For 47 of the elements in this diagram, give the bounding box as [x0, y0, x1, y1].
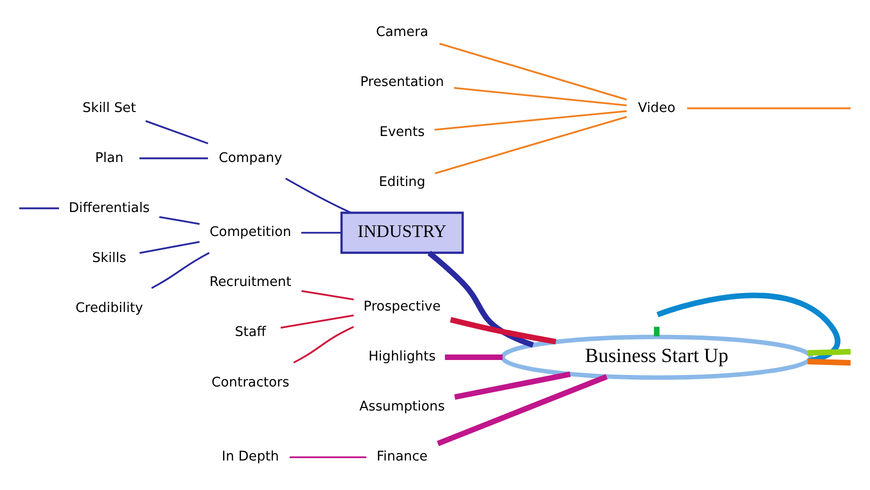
node-text: Presentation — [360, 75, 444, 90]
connector — [436, 374, 608, 446]
connector — [151, 252, 210, 289]
connector — [434, 116, 627, 174]
node-text: Differentials — [68, 200, 150, 216]
node-ellipse: Business Start Up — [500, 334, 814, 380]
node-text: Staff — [234, 325, 266, 340]
node-text: Finance — [376, 450, 428, 465]
connector — [293, 326, 354, 364]
connector — [159, 216, 200, 225]
connector — [19, 207, 60, 210]
connector — [454, 87, 627, 106]
node-text: Competition — [210, 225, 292, 240]
node-text: Camera — [376, 25, 428, 40]
connector — [439, 42, 627, 100]
connector — [428, 250, 534, 348]
node-text: Assumptions — [359, 400, 445, 415]
connector — [654, 326, 660, 336]
node-text: Highlights — [368, 350, 436, 365]
node-text: Contractors — [211, 375, 290, 390]
connector — [687, 107, 851, 110]
connector — [434, 110, 627, 131]
connector — [301, 232, 342, 234]
node-text: Video — [638, 100, 676, 116]
node-box: INDUSTRY — [340, 212, 464, 254]
connector — [808, 358, 851, 366]
node-text: Prospective — [364, 300, 441, 315]
node-text: Credibility — [75, 300, 144, 316]
connector — [444, 354, 503, 360]
node-text: Plan — [95, 150, 124, 166]
node-text: Skills — [92, 250, 126, 266]
node-text: Events — [380, 125, 425, 140]
connector — [808, 348, 851, 356]
connector — [290, 456, 366, 458]
connector — [145, 120, 208, 144]
connector — [285, 178, 352, 214]
node-text: Editing — [378, 175, 426, 190]
connector — [139, 241, 200, 254]
connector — [301, 290, 354, 300]
node-text: Skill Set — [82, 100, 136, 116]
connector — [139, 157, 208, 160]
connector — [450, 316, 556, 344]
node-text: Recruitment — [209, 275, 292, 290]
node-text: Company — [218, 150, 282, 166]
connector — [280, 314, 354, 329]
connector — [454, 371, 571, 400]
node-text: In Depth — [222, 450, 280, 465]
